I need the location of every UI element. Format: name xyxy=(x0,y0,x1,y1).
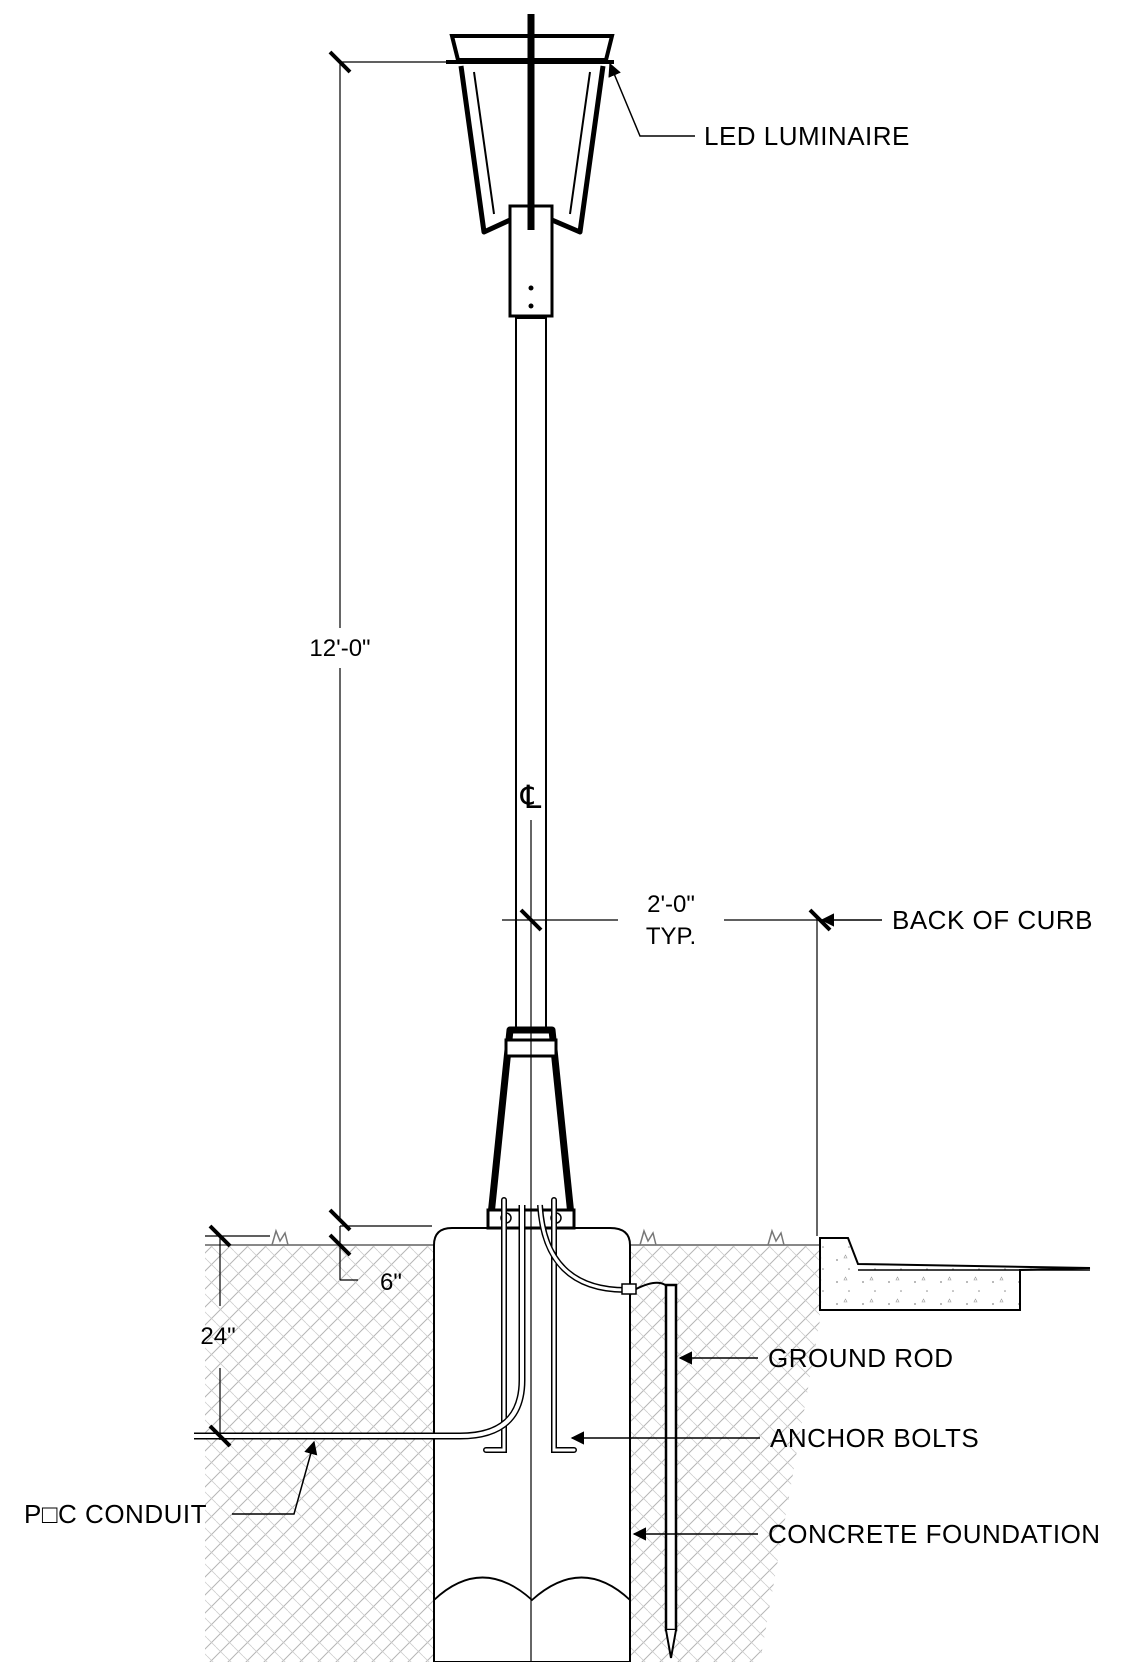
grass-tuft-icon xyxy=(639,1228,657,1246)
dimension-base-above-grade: 6" xyxy=(328,1226,402,1296)
grass-tuft-icon xyxy=(767,1228,785,1246)
concrete-foundation-label: CONCRETE FOUNDATION xyxy=(768,1519,1101,1549)
concrete-foundation-body xyxy=(433,1227,631,1663)
callout-back-of-curb: BACK OF CURB xyxy=(820,905,1093,935)
pole-height-dimension: 12'-0" xyxy=(309,635,370,662)
callout-pvc-conduit: P□C CONDUIT xyxy=(24,1440,318,1529)
ground-rod-label: GROUND ROD xyxy=(768,1343,954,1373)
conduit-depth-dimension: 24" xyxy=(200,1323,235,1350)
callout-anchor-bolts: ANCHOR BOLTS xyxy=(570,1423,979,1453)
callout-concrete-foundation: CONCRETE FOUNDATION xyxy=(632,1519,1101,1549)
pvc-conduit-label: P□C CONDUIT xyxy=(24,1499,207,1529)
pvc-conduit xyxy=(194,1205,526,1440)
curb xyxy=(819,1237,1091,1311)
dimension-conduit-depth: 24" xyxy=(200,1224,270,1448)
dimension-pole-height: 12'-0" xyxy=(309,50,476,1232)
base-above-grade-dimension: 6" xyxy=(380,1269,402,1296)
back-of-curb-label: BACK OF CURB xyxy=(892,905,1093,935)
anchor-bolts-label: ANCHOR BOLTS xyxy=(770,1423,979,1453)
curb-offset-dimension-line2: TYP. xyxy=(646,923,696,950)
callout-ground-rod: GROUND ROD xyxy=(678,1343,954,1373)
led-luminaire xyxy=(446,14,615,235)
led-luminaire-label: LED LUMINAIRE xyxy=(704,121,910,151)
callout-led-luminaire: LED LUMINAIRE xyxy=(608,62,910,151)
grass-tuft-icon xyxy=(271,1228,289,1246)
ground-rod xyxy=(664,1283,678,1659)
soil xyxy=(205,1228,820,1662)
centerline-symbol: ℄ xyxy=(520,779,542,815)
curb-offset-dimension-line1: 2'-0" xyxy=(647,891,695,918)
dimension-curb-offset: 2'-0" TYP. xyxy=(502,891,832,1236)
anchor-bolts xyxy=(483,1197,577,1453)
